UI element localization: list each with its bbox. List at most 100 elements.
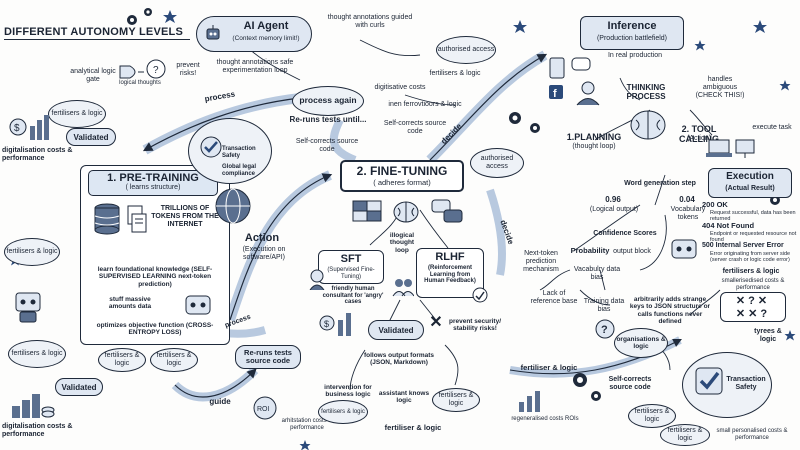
left-fert-cloud-2: fertilisers & logic: [4, 238, 60, 266]
agent-title: AI Agent: [243, 20, 289, 32]
dig-costs-label: digitalisation costs & performance: [2, 147, 73, 162]
roi-text: ROI: [257, 406, 270, 413]
execute-task-label: execute task: [752, 124, 792, 131]
authorised-access-cloud: authorised access: [436, 36, 496, 64]
laptop-icon: [706, 139, 732, 157]
digitisation-costs-label: digitisative costs: [374, 84, 426, 91]
value-096-sub: (Logical output): [589, 206, 639, 213]
intervention-label: intervention for business logic: [324, 384, 372, 399]
svg-text:$: $: [324, 319, 329, 329]
title-underline: [4, 39, 190, 40]
confusion-marks: ✕?✕: [735, 295, 771, 307]
left-fert-cloud-3: fertilisers & logic: [8, 340, 66, 368]
confusion-marks-2: ✕✕?: [735, 308, 771, 320]
page-title: DIFFERENT AUTONOMY LEVELS: [4, 26, 183, 38]
database-icon: [94, 203, 120, 235]
regen-costs-label: regeneralised costs ROIs: [511, 416, 579, 422]
robot-exec-icon: [671, 239, 697, 259]
pretraining-fert-a: fertilisers & logic: [98, 348, 146, 372]
finetuning-authorised-cloud: authorised access: [470, 148, 524, 178]
fertiliser-bottom-label: fertiliser & logic: [384, 423, 442, 432]
transaction-check-icon: [695, 367, 723, 395]
tool-calling-title: 2. TOOL CALLING: [679, 124, 719, 145]
tyrees-label: tyrees & logic: [754, 328, 782, 343]
checklist-item-1: Transaction Safety: [222, 146, 256, 159]
brain-icon: [393, 201, 419, 223]
output-block-label: output block: [613, 248, 651, 255]
action-title: Action: [244, 232, 280, 244]
finetuning-subtitle: ( adheres format): [373, 178, 431, 187]
rlhf-title: RLHF: [435, 251, 465, 263]
svg-text:?: ?: [153, 65, 159, 76]
svg-text:f: f: [553, 88, 557, 100]
next-token-label: Next-token prediction mechanism: [523, 250, 559, 273]
tokens-label: TRILLIONS OF TOKENS FROM THE INTERNET: [151, 205, 219, 228]
status-code-404: 404 Not Found: [702, 221, 755, 230]
robot-left-icon: [15, 292, 41, 323]
self-corrects-mid: Self-corrects source code: [295, 138, 359, 153]
regen-chart-icon: [519, 391, 540, 412]
guide-label: guide: [209, 397, 231, 406]
exec-fert-cloud-2: fertilisers & logic: [660, 424, 710, 446]
dig-costs-label-2: digitalisation costs & performance: [2, 423, 73, 438]
thought-annotations-label: thought annotations guided with curls: [327, 14, 413, 29]
tool-calling-subtitle: (Action): [686, 135, 712, 142]
assistant-label: assistant knows logic: [378, 390, 430, 405]
left-fert-cloud-1: fertilisers & logic: [48, 100, 106, 128]
logical-thoughts-label: logical thoughts: [119, 80, 161, 86]
action-subtitle: (Execution on software/API): [242, 246, 286, 261]
sft-title: SFT: [340, 253, 362, 265]
fertiliser-right-label: fertiliser & logic: [520, 363, 578, 372]
analytical-gate-label: analytical logic gate: [70, 68, 116, 83]
sft-subtitle: (Supervised Fine-Tuning): [327, 267, 375, 280]
fertilisers-logic-top: fertilisers & logic: [429, 70, 481, 77]
optimizes-label: optimizes objective function (CROSS-ENTR…: [96, 322, 214, 337]
pretraining-title: 1. PRE-TRAINING: [107, 172, 199, 184]
facebook-icon: f: [549, 85, 563, 100]
reruns-until-label: Re-runs tests until...: [289, 115, 367, 124]
reruns-pill: Re-runs tests source code: [235, 345, 301, 369]
roi-costs-label: arhitstation costs & performance: [281, 418, 333, 431]
prevent-risks-label: prevent risks!: [176, 62, 200, 77]
pretraining-header: 1. PRE-TRAINING ( learns structure): [88, 170, 218, 196]
status-code-500: 500 Internal Server Error: [702, 242, 784, 249]
small-personalised-label: small personalised costs & performance: [716, 428, 788, 441]
inference-brain-icon: [630, 110, 666, 140]
rlhf-subtitle: (Reinforcement Learning from Human Feedb…: [424, 265, 476, 285]
exec-fert-label: fertilisers & logic: [722, 268, 780, 275]
flow-arrow-rerun: [329, 118, 357, 164]
rlhf-box: RLHF (Reinforcement Learning from Human …: [416, 248, 484, 298]
finetuning-fert-2: fertilisers & logic: [318, 400, 368, 424]
checklist-item-2: Global legal compliance: [222, 164, 257, 177]
coin-stack-icon: [12, 394, 55, 418]
finetuning-fert-1: fertilisers & logic: [432, 388, 480, 412]
thinking-head-icon: ?: [146, 59, 166, 79]
pretraining-fert-b: fertilisers & logic: [150, 348, 198, 372]
cross-icon: ✕: [429, 314, 443, 331]
phone-icon: [549, 57, 565, 79]
validated-pill-1: Validated: [66, 128, 116, 146]
transaction-safety-label: Transaction Safety: [726, 376, 766, 391]
illogical-loop-label: illogical thought loop: [389, 232, 415, 254]
logic-gate-icon: [119, 65, 144, 79]
head-profile-icon: [309, 269, 325, 290]
monitor-icon: [735, 139, 755, 158]
checkmark-icon: [200, 136, 222, 158]
inference-title: Inference: [607, 20, 657, 32]
value-004: 0.04: [679, 195, 695, 204]
inen-label: inen ferrovtioors & logic: [388, 101, 462, 108]
execution-title: Execution: [726, 171, 774, 182]
in-production-label: In real production: [607, 52, 663, 59]
confusion-board: ✕?✕ ✕✕?: [720, 292, 786, 322]
robot-icon: [206, 25, 220, 40]
pretraining-subtitle: ( learns structure): [125, 184, 181, 191]
people-icon: [392, 279, 414, 297]
puzzle-icon: [352, 200, 382, 222]
finetuning-title: 2. FINE-TUNING: [356, 164, 448, 178]
execution-subtitle: (Actual Result): [725, 185, 775, 192]
follows-formats-label: follows output formats (JSON, Markdown): [363, 352, 435, 367]
operator-icon: [576, 81, 600, 106]
process-again-cloud: process again: [292, 86, 364, 116]
svg-text:$: $: [14, 123, 20, 134]
